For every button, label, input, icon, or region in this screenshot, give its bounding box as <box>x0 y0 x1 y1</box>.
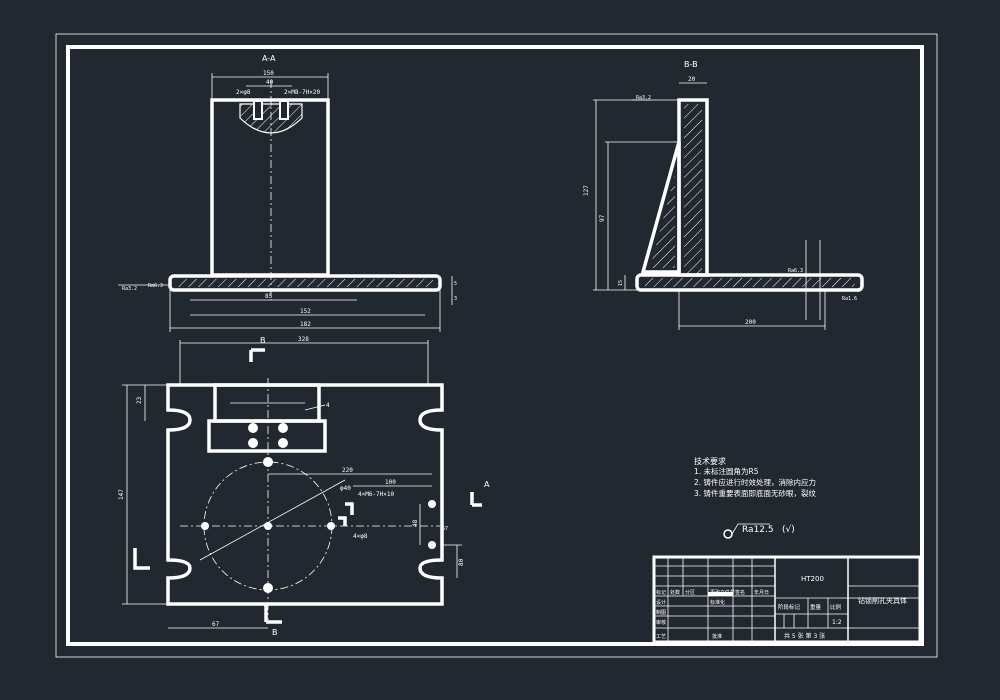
outer-frame <box>55 33 938 658</box>
plan-dim-23: 23 <box>136 396 143 404</box>
plan-dim-147: 147 <box>118 489 125 500</box>
bb-wall-hatch <box>684 104 702 274</box>
cut-marker-b-bottom <box>264 605 282 624</box>
tb-count: 处数 <box>670 589 680 596</box>
cut-marker-a <box>470 492 482 507</box>
plan-hole-3 <box>248 438 258 448</box>
plan-hole-1 <box>248 423 258 433</box>
tb-approve: 批准 <box>712 633 722 640</box>
tech-req-title: 技术要求 <box>694 456 726 466</box>
plan-dim-67: 67 <box>212 621 220 628</box>
aa-dim-182: 182 <box>300 321 311 328</box>
plan-dim-4: 4 <box>326 402 330 409</box>
bb-ra32: Ra3.2 <box>636 95 651 101</box>
aa-hole-left <box>253 100 263 120</box>
aa-base <box>168 274 442 292</box>
tb-sheets: 共 5 张 第 3 张 <box>784 632 825 640</box>
roughness-value: Ra12.5 <box>742 525 774 535</box>
bb-dim-200: 200 <box>745 319 756 326</box>
tb-sign: 签名 <box>735 589 745 596</box>
tb-check: 审核 <box>656 619 666 626</box>
bb-ra63: Ra6.3 <box>788 268 803 274</box>
aa-dim-85: 85 <box>265 293 273 300</box>
tb-process: 工艺 <box>656 634 666 640</box>
aa-base-hatch <box>178 279 433 287</box>
aa-dim-150: 150 <box>263 70 274 77</box>
aa-dim-2phi8: 2×φ8 <box>236 89 251 96</box>
plan-hole-left <box>201 522 209 530</box>
tb-standard: 标准化 <box>710 599 725 606</box>
bb-base-hatch <box>645 278 855 287</box>
plan-dim-48: 48 <box>412 519 419 527</box>
plan-view: B B A 328 23 67 4 220 100 4×M6-7H×10 φ40… <box>118 336 490 637</box>
cut-label-b-bottom: B <box>272 628 278 637</box>
aa-dim-152: 152 <box>300 308 311 315</box>
aa-dim-3: 3 <box>454 296 457 302</box>
aa-dim-40: 40 <box>266 79 274 86</box>
bb-dim-20: 20 <box>688 76 696 83</box>
tb-scale: 1:2 <box>832 619 842 626</box>
aa-ra63: Ra6.3 <box>148 283 163 289</box>
plan-hole-bottom <box>263 583 273 593</box>
bb-base <box>635 273 864 292</box>
plan-dim-4phi8: 4×φ8 <box>353 533 368 540</box>
plan-hole-r1 <box>428 500 436 508</box>
plan-dim-328: 328 <box>298 336 309 343</box>
cut-marker-b-top <box>249 348 265 362</box>
tech-req-item-2: 2. 铸件应进行时效处理，消除内应力 <box>694 477 816 487</box>
tb-zone: 分区 <box>685 589 695 596</box>
cut-label-a: A <box>484 480 490 489</box>
section-aa-view: A-A 150 40 2×φ8 2×M8-7H×20 85 152 182 Ra… <box>118 54 457 332</box>
cut-marker-a-left <box>133 548 150 570</box>
bb-dim-15: 15 <box>618 280 624 286</box>
tb-weight: 重量 <box>810 603 822 611</box>
section-bb-title: B-B <box>684 60 698 69</box>
plan-clamp-lower <box>207 419 327 453</box>
plan-hole-2 <box>278 423 288 433</box>
roughness-suffix: (√) <box>782 524 795 535</box>
plan-dim-phi40: φ40 <box>340 485 351 492</box>
plan-hole-center <box>264 522 272 530</box>
plan-dim-67b: 67 <box>442 526 448 532</box>
aa-dim-5: 5 <box>454 281 457 287</box>
section-bb-view: B-B 20 127 97 15 200 Ra3.2 Ra6.3 Ra1.6 <box>583 60 864 330</box>
tb-part-name: 钻锁削孔夹具体 <box>858 596 907 605</box>
plan-dim-m6: 4×M6-7H×10 <box>358 491 395 498</box>
plan-hole-top <box>263 457 273 467</box>
aa-ra32: Ra3.2 <box>122 286 137 292</box>
section-aa-title: A-A <box>262 54 276 63</box>
tb-design: 设计 <box>656 599 666 606</box>
plan-dim-80: 80 <box>458 558 465 566</box>
tb-mark: 标记 <box>656 589 666 596</box>
tb-date: 年月日 <box>754 589 769 596</box>
roughness-symbol-icon <box>723 529 733 539</box>
tb-stage: 阶段标记 <box>778 603 801 611</box>
plan-hole-4 <box>278 438 288 448</box>
tb-scale-label: 比例 <box>830 603 842 611</box>
aa-dim-m8: 2×M8-7H×20 <box>284 89 321 96</box>
tb-material: HT200 <box>801 575 824 583</box>
inner-frame <box>66 45 924 646</box>
tech-requirements: 技术要求 1. 未标注圆角为R5 2. 铸件应进行时效处理，消除内应力 3. 铸… <box>694 456 817 539</box>
plan-dim-220: 220 <box>342 467 353 474</box>
plan-outline <box>166 383 444 606</box>
plan-hole-right <box>327 522 335 530</box>
bb-dim-97: 97 <box>599 214 606 222</box>
plan-dim-100: 100 <box>385 479 396 486</box>
title-block: HT200 钻锁削孔夹具体 标记 处数 分区 更改文件号 签名 年月日 设计 标… <box>652 555 922 644</box>
aa-hole-right <box>279 100 289 120</box>
tb-draw: 制图 <box>656 609 666 616</box>
tech-req-item-3: 3. 铸件重要表面即底面无砂眼，裂纹 <box>694 488 817 498</box>
bb-rib-hatch <box>650 175 675 268</box>
plan-hole-r2 <box>428 541 436 549</box>
bb-ra16: Ra1.6 <box>842 296 857 302</box>
bb-rib <box>640 141 681 274</box>
cut-label-b-top: B <box>260 336 266 345</box>
bb-dim-127: 127 <box>583 185 590 196</box>
tech-req-item-1: 1. 未标注圆角为R5 <box>694 466 759 476</box>
